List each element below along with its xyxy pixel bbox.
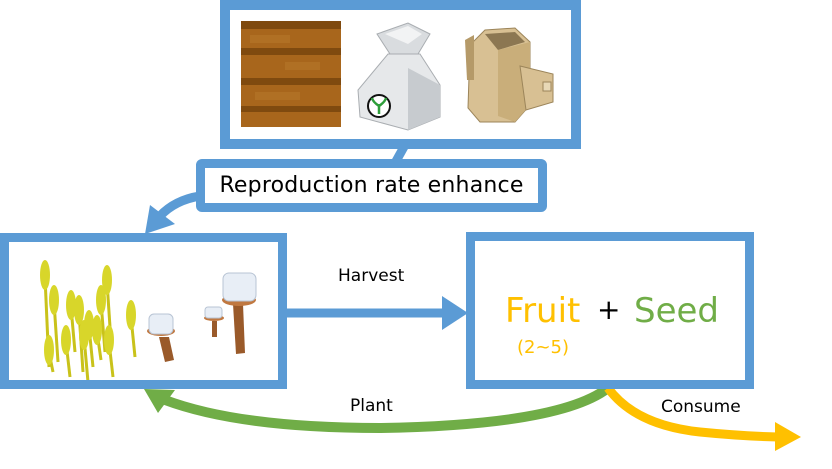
wheat-head — [102, 265, 112, 295]
enhance-arrow — [156, 191, 201, 220]
enhance-arrow-head — [145, 205, 175, 234]
consume-arrow-head — [775, 422, 801, 451]
fruit-label: Fruit — [505, 291, 581, 331]
wheat-head — [61, 325, 71, 355]
wood-block-icon — [241, 21, 341, 127]
field-panel — [0, 233, 287, 389]
wheat-head — [126, 300, 136, 330]
output-panel — [466, 232, 754, 389]
harvest-label: Harvest — [338, 266, 405, 286]
cotton-plants-icon — [147, 272, 257, 362]
plant-arrow — [163, 383, 612, 434]
wheat-head — [96, 285, 106, 315]
wheat-head — [66, 290, 76, 320]
reproduction-enhance-box: Reproduction rate enhance — [196, 159, 547, 212]
seed-label: Seed — [634, 291, 719, 331]
consume-label: Consume — [661, 397, 741, 417]
wheat-head — [49, 285, 59, 315]
enhancer-items — [241, 21, 554, 131]
wheat-head — [44, 335, 54, 365]
harvest-arrow-head — [442, 296, 468, 330]
reproduction-enhance-label: Reproduction rate enhance — [219, 173, 524, 198]
plant-arrow-head — [144, 389, 175, 413]
wheat-crops-icon — [40, 260, 137, 380]
watering-can-icon — [465, 27, 554, 123]
wheat-head — [40, 260, 50, 290]
seed-bag-icon — [357, 22, 441, 131]
field-crops — [40, 260, 257, 380]
enhancer-items-panel — [220, 0, 581, 149]
consume-arrow — [604, 385, 779, 442]
fruit-count-label: (2~5) — [517, 337, 570, 358]
plant-label: Plant — [350, 396, 393, 416]
wheat-head — [74, 295, 84, 325]
wheat-head — [104, 325, 114, 355]
plus-sign: + — [597, 293, 621, 326]
wheat-head — [92, 315, 102, 345]
wheat-head — [84, 310, 94, 340]
